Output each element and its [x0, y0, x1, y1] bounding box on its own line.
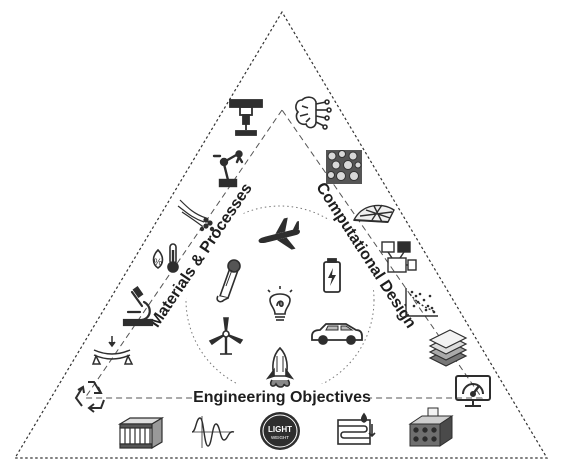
neural-brain-icon	[295, 96, 332, 130]
engineering-objectives-label: Engineering Objectives	[193, 384, 371, 408]
honeycomb-panel-icon	[117, 416, 165, 450]
badge-line1: LIGHT	[268, 425, 292, 434]
vibration-wave-icon	[191, 416, 235, 448]
label-left: Materials & Processes	[147, 180, 256, 330]
cad-workflow-icon	[381, 241, 417, 273]
light-weight-badge-icon: LIGHT WEIGHT	[260, 412, 300, 450]
temperature-percent-icon: %	[152, 243, 179, 273]
label-bottom: Engineering Objectives	[193, 389, 371, 406]
fiber-spool-icon	[177, 199, 215, 232]
wind-turbine-icon	[208, 317, 244, 355]
battery-icon	[323, 258, 341, 293]
label-right: Computational Design	[312, 180, 419, 332]
robot-arm-icon	[212, 150, 244, 188]
layered-sheets-icon	[428, 329, 468, 367]
car-icon	[311, 323, 363, 345]
cooling-block-icon	[408, 407, 454, 447]
rocket-icon	[265, 346, 295, 388]
recycle-icon	[74, 381, 105, 413]
inner-triangle	[84, 109, 483, 399]
monitor-gauge-icon	[455, 375, 491, 407]
outer-triangle	[13, 10, 549, 459]
cnc-mill-icon	[229, 99, 263, 136]
computational-design-label: Computational Design	[310, 180, 419, 333]
airplane-icon	[258, 217, 300, 250]
voronoi-texture-icon	[326, 150, 362, 184]
materials-processes-label: Materials & Processes	[147, 180, 258, 332]
svg-text:%: %	[154, 257, 162, 267]
wing-mesh-icon	[352, 204, 395, 223]
lightbulb-idea-icon	[267, 286, 293, 321]
bone-implant-icon	[216, 259, 241, 303]
badge-line2: WEIGHT	[271, 435, 289, 440]
heat-exchanger-icon	[337, 412, 376, 445]
scatter-plot-icon	[405, 288, 438, 317]
beam-bending-icon	[91, 336, 134, 365]
microscope-icon	[122, 286, 154, 327]
center-circle	[185, 205, 375, 395]
